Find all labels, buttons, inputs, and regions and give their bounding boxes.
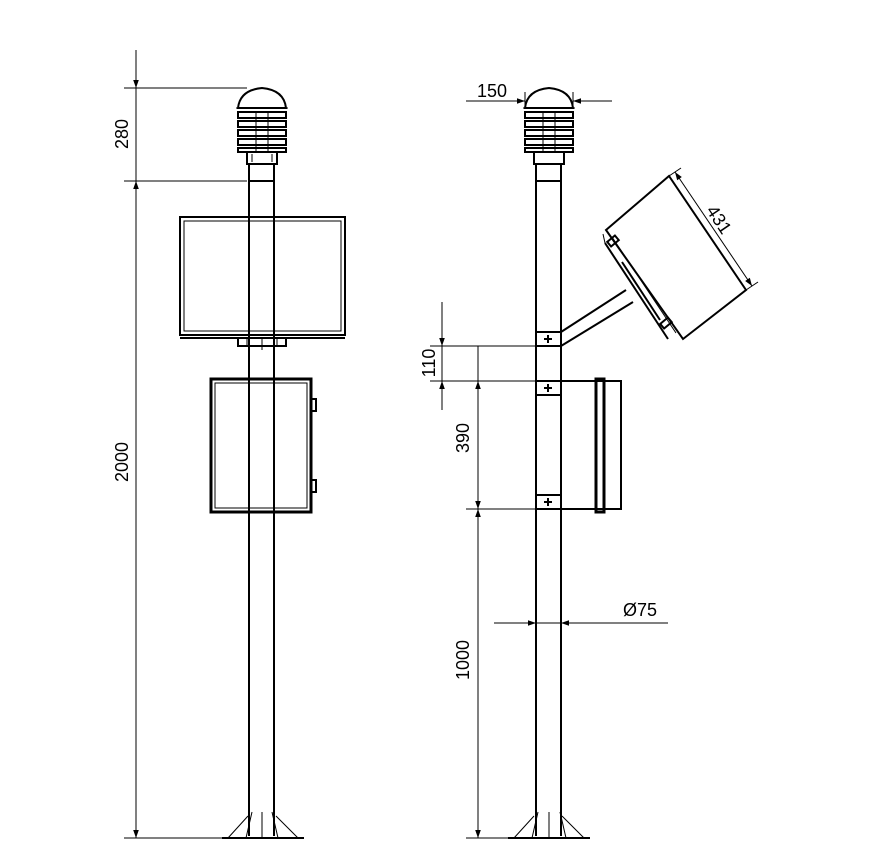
dim-pole-diameter: Ø75 <box>623 600 657 620</box>
dim-base-to-box: 1000 <box>453 640 473 680</box>
dim-sensor-width: 150 <box>477 81 507 101</box>
side-panel-length-dimension: 431 <box>668 167 759 291</box>
front-sensor-head <box>236 86 288 182</box>
side-base-plate <box>508 811 590 839</box>
front-view: 280 2000 <box>112 50 346 839</box>
side-sensor-width-dimension: 150 <box>466 81 612 106</box>
side-pole-diameter-dimension: Ø75 <box>494 600 668 626</box>
side-vertical-dimensions: 110 390 1000 <box>419 302 536 839</box>
front-height-dimensions: 280 2000 <box>112 50 247 839</box>
dim-total-height: 2000 <box>112 442 132 482</box>
front-control-box <box>209 377 317 514</box>
dim-sensor-height: 280 <box>112 119 132 149</box>
dim-box-height: 390 <box>453 423 473 453</box>
side-view: 150 431 110 390 1000 <box>419 81 759 839</box>
dim-bracket-spacing: 110 <box>419 349 439 378</box>
side-pole-brackets <box>535 331 562 510</box>
side-control-box <box>560 377 622 514</box>
front-base-plate <box>222 811 304 839</box>
front-solar-panel <box>179 216 346 350</box>
side-sensor-head <box>523 86 575 182</box>
